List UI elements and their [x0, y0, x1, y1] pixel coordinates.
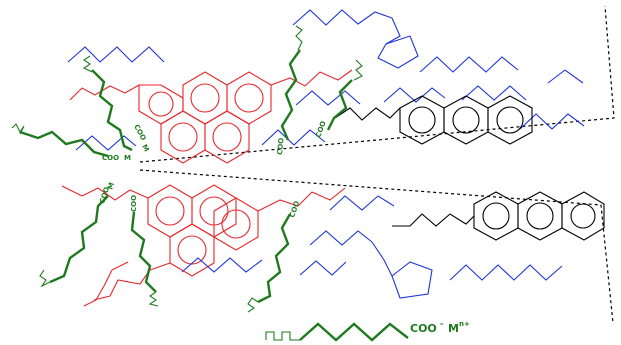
core-alkyl-right	[270, 69, 353, 87]
m-label: M	[106, 181, 116, 190]
alkyl-chain	[67, 46, 165, 63]
coo-label: COO	[276, 137, 285, 155]
surfactant-wavy-tail	[148, 291, 159, 307]
alkyl-chain	[309, 230, 373, 246]
alkyl-chain	[519, 113, 585, 130]
alkyl-chain	[181, 257, 263, 273]
aromatic-core-upper	[69, 69, 353, 164]
surfactant-tails	[11, 25, 363, 341]
ring	[182, 71, 228, 125]
core-alkyl-lower-left	[83, 261, 129, 307]
ring	[561, 191, 605, 241]
surfactant-wavy-tail	[39, 269, 51, 288]
ring	[443, 95, 489, 145]
core-alkyl-bottom	[93, 262, 171, 301]
surfactant-wavy-tail	[82, 55, 93, 73]
surfactant-wavy-tail	[353, 59, 363, 81]
ring-circle	[526, 202, 554, 230]
surfactant-chain	[19, 130, 109, 158]
ring	[399, 95, 445, 145]
aromatic-core-lower	[61, 184, 346, 307]
core-alkyl-right	[257, 187, 346, 212]
coo-label: COO	[132, 123, 147, 142]
ring	[473, 191, 519, 241]
core-alkyl-left	[61, 185, 149, 201]
ring-circle	[496, 106, 524, 134]
surfactant-chain	[257, 213, 292, 304]
core-alkyl-left	[69, 84, 140, 101]
alkyl-tether	[392, 213, 475, 227]
lower-boundary-line	[139, 169, 614, 324]
ring-circle	[408, 106, 436, 134]
ring	[204, 110, 250, 164]
ring-circle	[452, 106, 480, 134]
legend-coo-text: COO	[410, 322, 437, 335]
ring	[169, 223, 215, 277]
alkyl-chain	[299, 260, 347, 276]
surfactant-chain	[91, 69, 133, 152]
surfactant-legend-label: COO - M n+	[410, 319, 470, 335]
alkyl-chain	[449, 264, 563, 281]
ring-circle	[221, 209, 251, 239]
surfactant-wavy-tail	[247, 297, 259, 313]
alkyl-chain	[419, 56, 519, 73]
ring-circle	[168, 122, 198, 152]
upper-boundary-line	[139, 5, 615, 163]
alkyl-chain	[75, 135, 137, 151]
surfactant-chain	[280, 49, 301, 141]
alkyl-chain	[261, 129, 326, 146]
interface-boundary	[139, 5, 615, 324]
alkyl-chain	[461, 85, 527, 101]
ring	[226, 71, 272, 125]
m-label: M	[124, 154, 131, 162]
coo-label: COO	[288, 200, 301, 219]
surfactant-chain-legend	[299, 322, 409, 342]
alkyl-chain	[383, 87, 446, 103]
ring-circle	[155, 196, 185, 226]
ring-circle	[212, 122, 242, 152]
surfactant-chains	[19, 49, 409, 342]
coo-label: COO	[102, 154, 119, 162]
ring-circle	[190, 83, 220, 113]
alkyl-chain-to-ring	[371, 241, 393, 277]
surfactant-chain	[130, 211, 157, 293]
ring-circle	[570, 203, 596, 229]
legend-metal-text: M	[448, 322, 459, 335]
ring	[160, 110, 206, 164]
alkyl-chain	[292, 9, 393, 26]
alkyl-tether	[334, 107, 401, 121]
ring-circle	[177, 235, 207, 265]
anthracene-upper	[334, 95, 533, 145]
ring	[147, 184, 193, 238]
alkyl-chains	[67, 9, 585, 299]
alkyl-chain-to-ring	[385, 17, 401, 45]
m-label: M	[140, 143, 150, 153]
ring-circle	[148, 91, 174, 117]
legend-metal-charge: n+	[459, 320, 470, 328]
surfactant-wavy-tail	[11, 123, 25, 135]
surfactant-wavy-tail	[295, 25, 303, 51]
alkyl-chain	[547, 69, 584, 84]
coo-label: COO	[130, 195, 138, 212]
cyclopentane-ring	[391, 261, 433, 299]
surfactant-chain	[326, 79, 353, 131]
legend-charge-minus: -	[440, 319, 443, 328]
ring	[138, 84, 184, 125]
alkyl-chain	[295, 90, 361, 106]
cyclopentane-ring	[377, 35, 419, 69]
anthracene-lower	[392, 191, 605, 241]
ring	[487, 95, 533, 145]
alkyl-chain	[329, 195, 395, 211]
ring-circle	[199, 196, 229, 226]
surfactant-wavy-tail-legend	[265, 331, 300, 341]
ring-circle	[482, 202, 510, 230]
ring-circle	[234, 83, 264, 113]
coo-label: COO	[314, 120, 327, 139]
surfactant-chain	[49, 195, 109, 284]
